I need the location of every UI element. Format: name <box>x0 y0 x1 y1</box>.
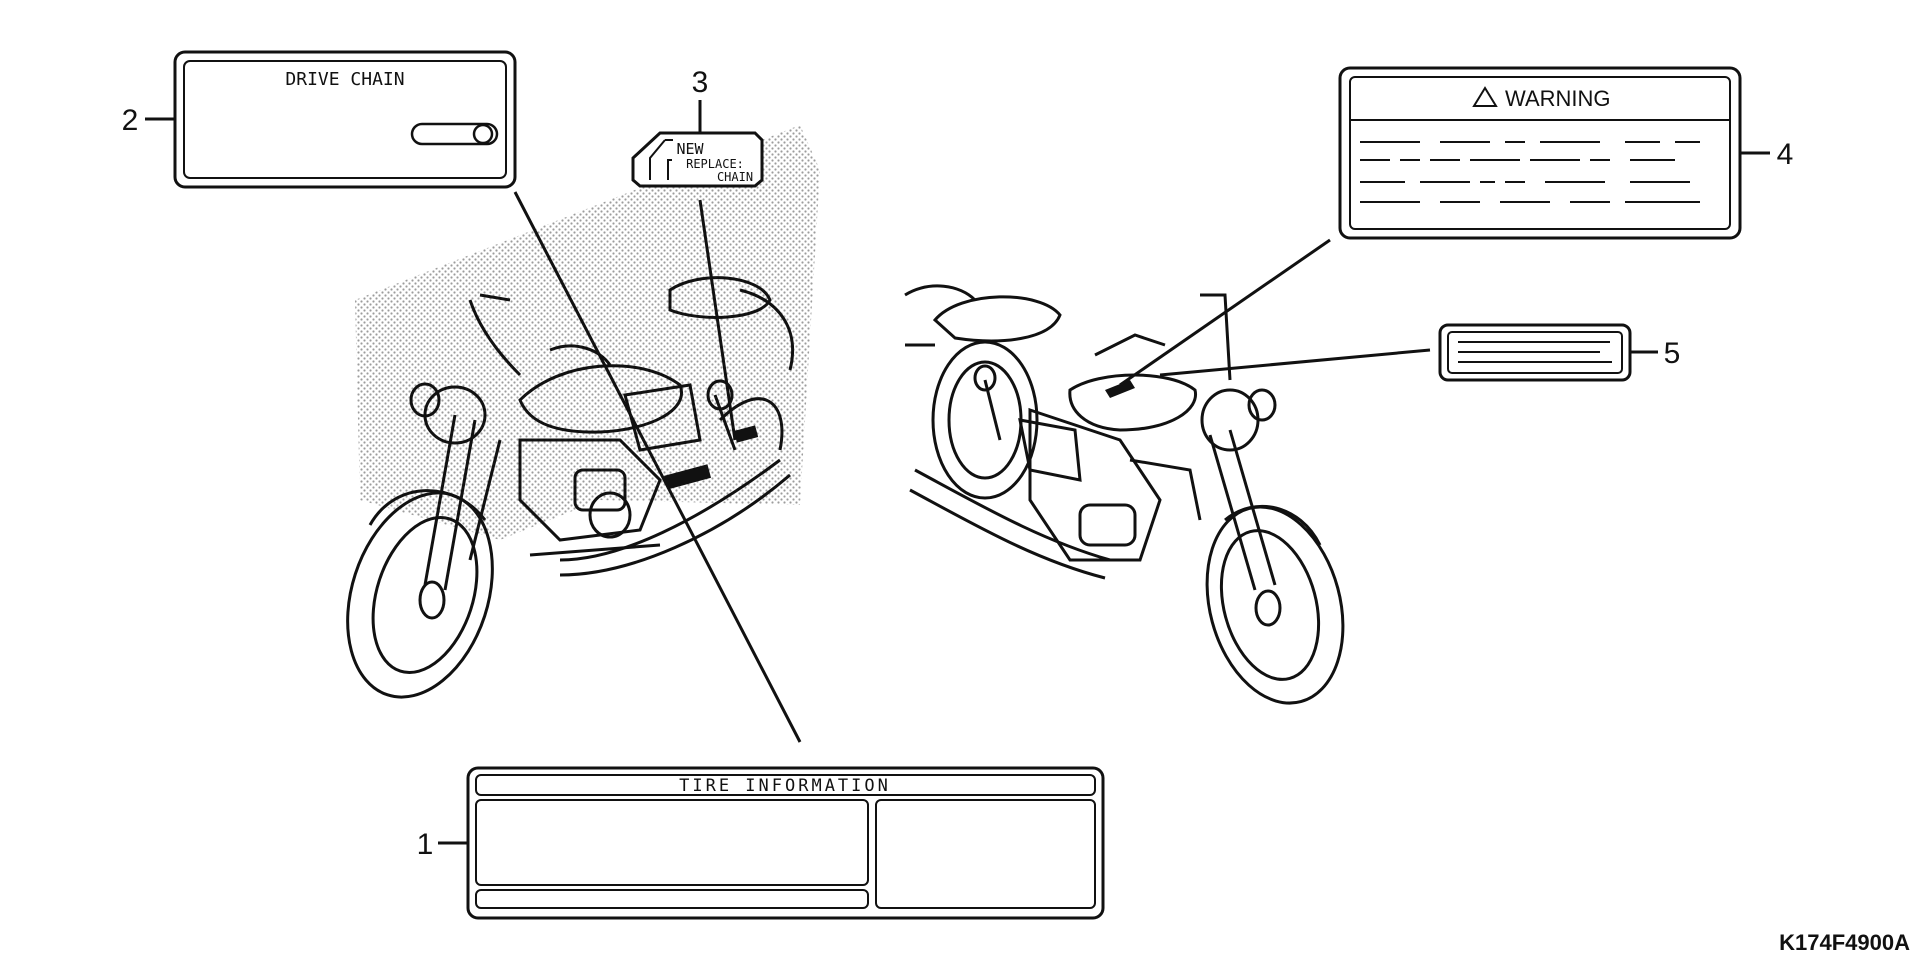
tire-information-title: TIRE INFORMATION <box>679 776 891 796</box>
callout-2: 2 <box>122 104 139 137</box>
tire-information-label[interactable]: TIRE INFORMATION <box>466 766 1105 920</box>
motorcycle-right-illustration <box>904 284 1345 705</box>
right-bike-label-spot <box>1105 380 1135 398</box>
warning-triangle-icon <box>1472 86 1498 107</box>
diagram-code: K174F4900A <box>1779 930 1910 955</box>
warning-label[interactable]: WARNING <box>1338 66 1742 240</box>
replace-chain-line1: NEW <box>676 140 704 158</box>
callout-5: 5 <box>1664 337 1681 370</box>
replace-chain-label[interactable]: NEW REPLACE: CHAIN <box>631 131 764 188</box>
drive-chain-label[interactable]: DRIVE CHAIN <box>173 50 517 189</box>
callout-3: 3 <box>692 66 709 99</box>
chain-adjuster-icon <box>410 122 499 146</box>
replace-chain-line3: CHAIN <box>717 170 753 184</box>
plate-label[interactable] <box>1438 323 1632 382</box>
left-bike-label-spot <box>663 464 712 490</box>
warning-text-placeholder-lines <box>1360 141 1700 203</box>
motorcycle-left-illustration <box>346 276 795 699</box>
drive-chain-title: DRIVE CHAIN <box>285 69 404 90</box>
callout-1: 1 <box>417 828 434 861</box>
left-bike-label-spot-2 <box>733 425 759 443</box>
warning-title: WARNING <box>1505 86 1611 111</box>
replace-chain-line2: REPLACE: <box>686 157 744 171</box>
leader-lines <box>513 191 1431 743</box>
callout-4: 4 <box>1777 138 1794 171</box>
